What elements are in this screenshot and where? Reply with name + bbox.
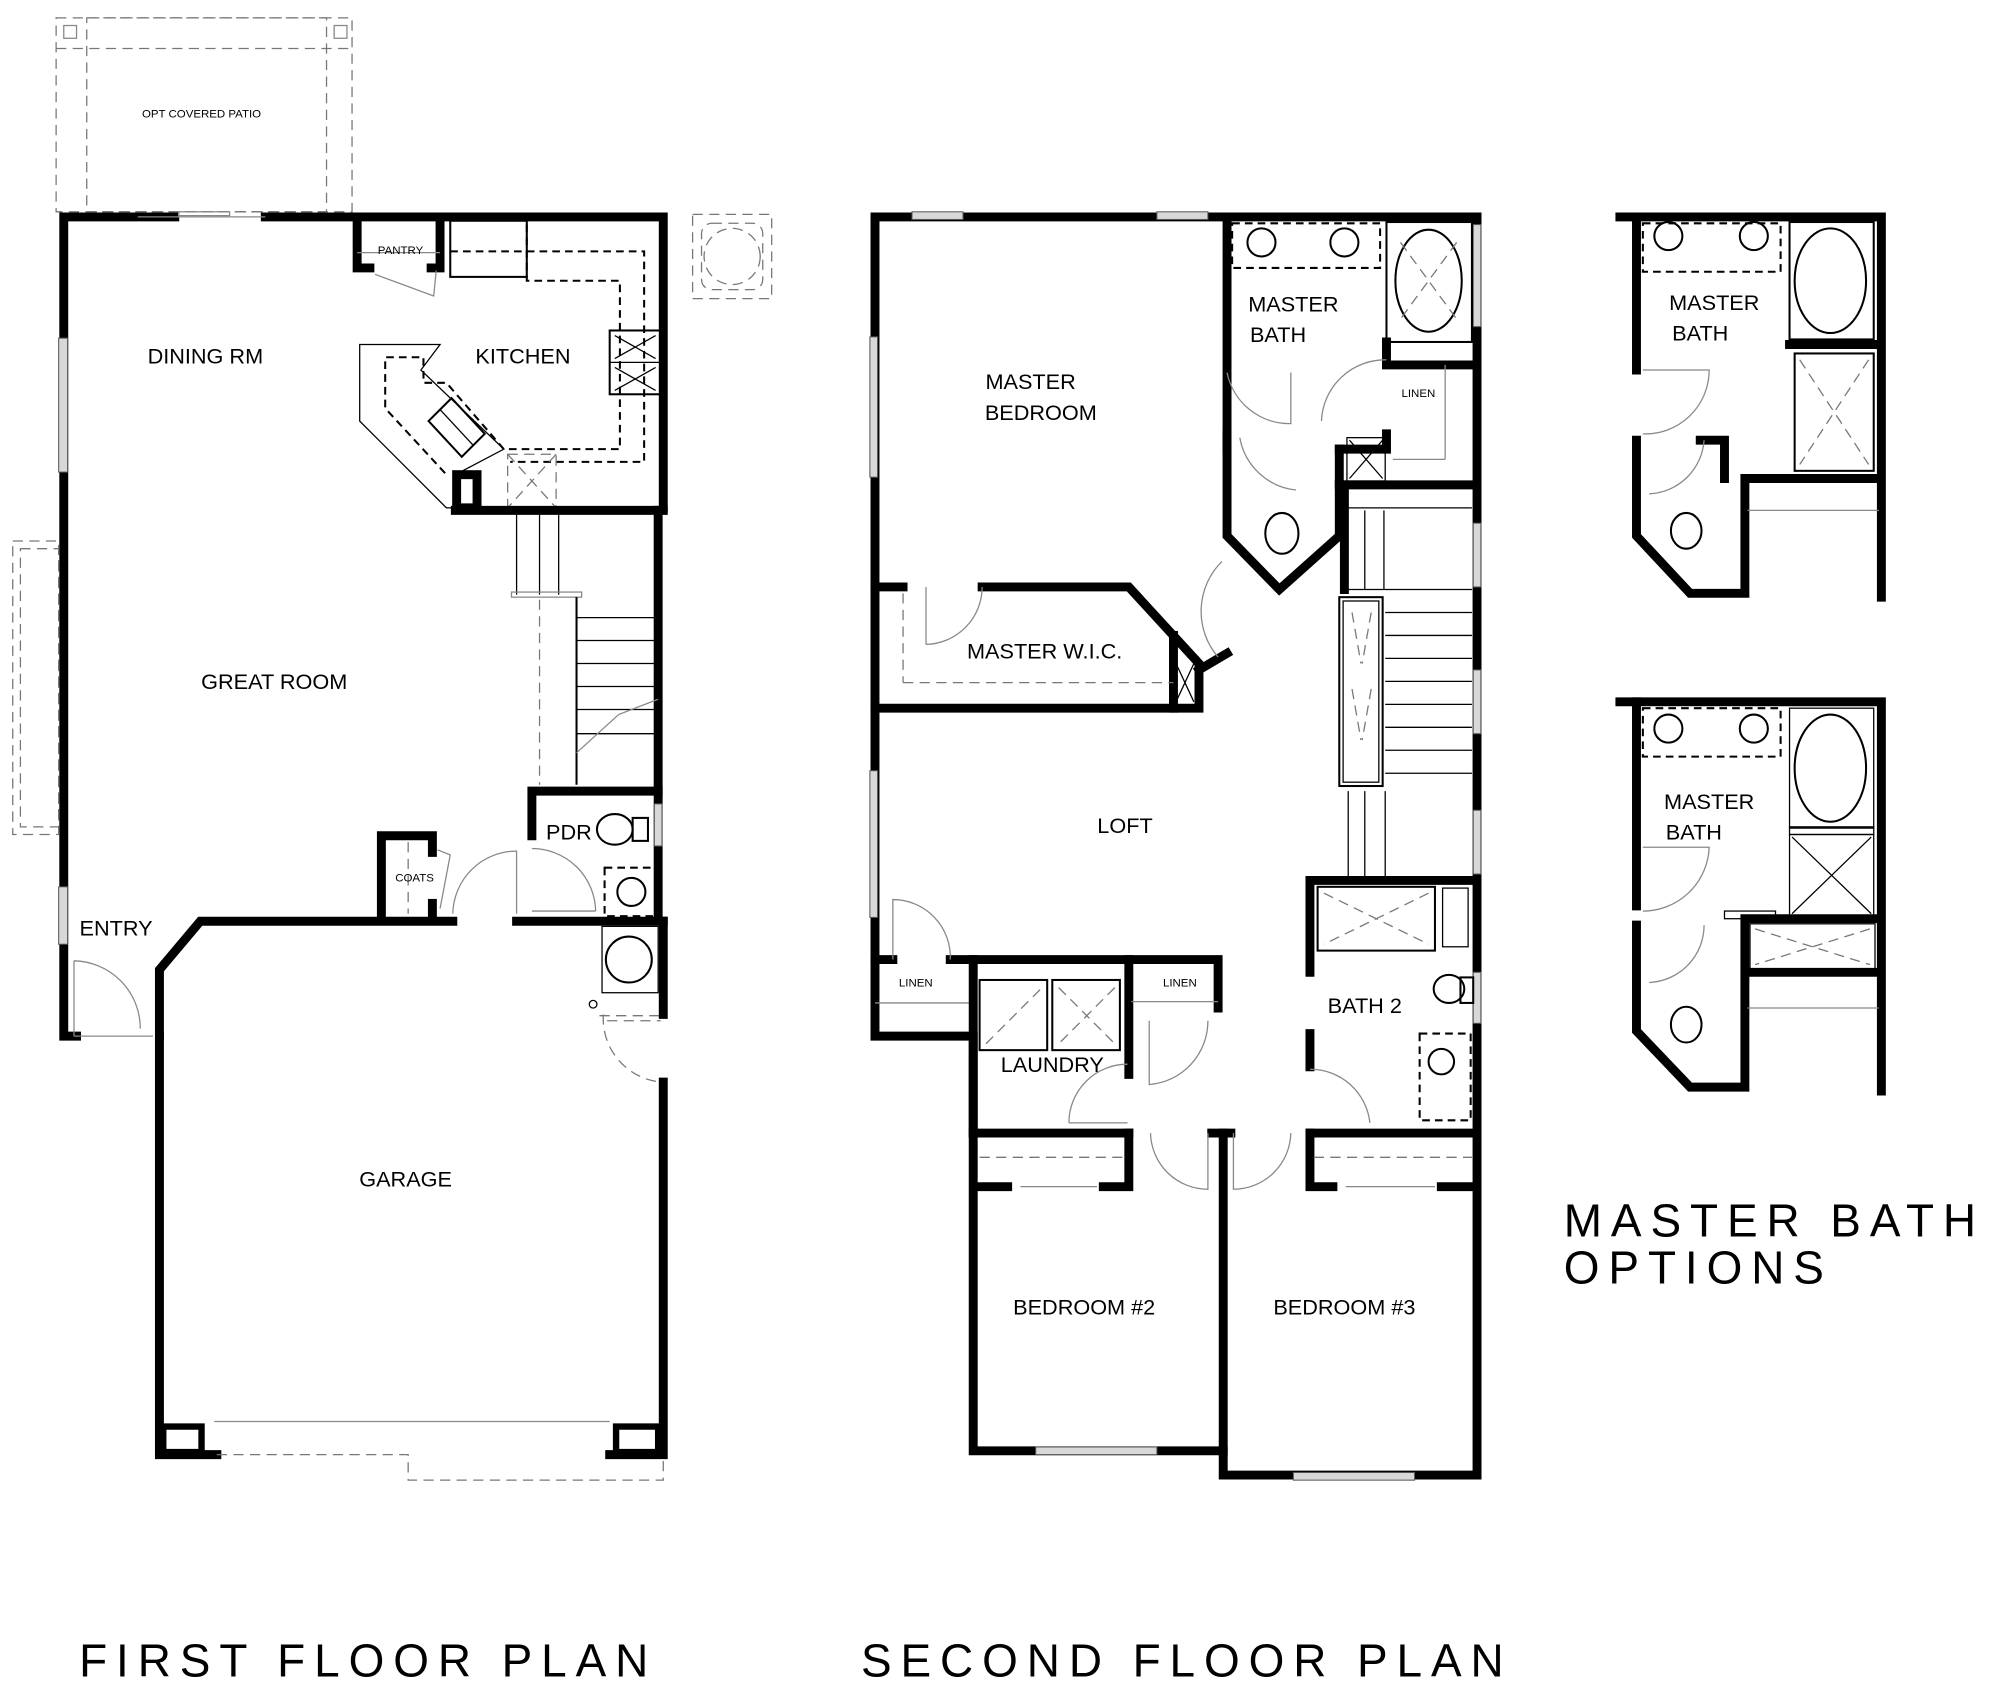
- loft-label: LOFT: [1097, 813, 1152, 838]
- shower: [1788, 833, 1875, 917]
- garage-label: GARAGE: [359, 1167, 452, 1192]
- bath2-sink: [1427, 1047, 1456, 1076]
- bath-2-label: BATH 2: [1328, 993, 1402, 1018]
- bathtub: [1793, 713, 1868, 823]
- master-bedroom-label-line1: MASTER: [985, 369, 1075, 394]
- window: [58, 886, 69, 945]
- staircase: [510, 512, 659, 785]
- bedroom-3-label: BEDROOM #3: [1273, 1294, 1415, 1319]
- washer: [978, 978, 1049, 1052]
- kitchen-sink: [427, 396, 487, 459]
- coats-label: COATS: [395, 873, 434, 885]
- shower: [1793, 352, 1875, 472]
- staircase: [1338, 480, 1472, 878]
- dining-room-label: DINING RM: [148, 344, 264, 369]
- linen-label: LINEN: [1401, 388, 1435, 400]
- opt-covered-patio-label: OPT COVERED PATIO: [142, 108, 261, 120]
- first-floor-plan: OPT COVERED PATIO PANTRY: [12, 17, 773, 1481]
- master-bedroom-label-line2: BEDROOM: [985, 400, 1097, 425]
- bathtub: [1394, 228, 1463, 333]
- bathtub: [1793, 227, 1868, 335]
- stair-opening: [1338, 596, 1384, 788]
- toilet: [1669, 511, 1703, 550]
- master-bath-label-line2: BATH: [1250, 322, 1306, 347]
- option-b-label-line1: MASTER: [1664, 789, 1754, 814]
- toilet: [1432, 973, 1466, 1004]
- powder-sink: [616, 876, 647, 907]
- opt-covered-patio: OPT COVERED PATIO: [55, 17, 353, 213]
- kitchen-label: KITCHEN: [475, 344, 570, 369]
- master-bath-option-a: MASTER BATH: [1615, 212, 1886, 602]
- powder-room-label: PDR: [546, 820, 592, 845]
- linen-label: LINEN: [1163, 977, 1197, 989]
- second-floor-plan-title: SECOND FLOOR PLAN: [861, 1635, 1513, 1687]
- master-bath-option-b: MASTER BATH: [1615, 697, 1886, 1096]
- toilet: [1264, 511, 1300, 555]
- master-wic-label: MASTER W.I.C.: [967, 638, 1122, 663]
- window: [58, 337, 69, 473]
- dryer: [1051, 978, 1121, 1052]
- bathtub: [1316, 885, 1436, 952]
- linen-label: LINEN: [899, 977, 933, 989]
- great-room-label: GREAT ROOM: [201, 669, 347, 694]
- second-floor-plan: MASTER BATH LINEN MASTER BEDROOM MASTER …: [869, 211, 1482, 1481]
- refrigerator: [449, 219, 528, 278]
- master-bath-label-line1: MASTER: [1248, 291, 1338, 316]
- pantry-label: PANTRY: [378, 245, 424, 257]
- laundry-label: LAUNDRY: [1001, 1052, 1104, 1077]
- master-bath: MASTER BATH LINEN: [1222, 212, 1477, 596]
- master-bath-options-title-line1: MASTER BATH: [1564, 1194, 1985, 1246]
- master-bath-options-title-line2: OPTIONS: [1564, 1242, 1833, 1294]
- water-heater: [604, 935, 653, 984]
- option-b-label-line2: BATH: [1666, 820, 1722, 845]
- option-a-label-line2: BATH: [1672, 321, 1728, 346]
- bath-2: BATH 2: [1305, 875, 1477, 1123]
- entry-label: ENTRY: [80, 915, 153, 940]
- first-floor-plan-title: FIRST FLOOR PLAN: [79, 1635, 657, 1687]
- toilet: [1669, 1005, 1703, 1044]
- bedroom-2-label: BEDROOM #2: [1013, 1294, 1155, 1319]
- option-a-label-line1: MASTER: [1669, 290, 1759, 315]
- ac-pad: [691, 213, 773, 300]
- toilet: [595, 813, 634, 846]
